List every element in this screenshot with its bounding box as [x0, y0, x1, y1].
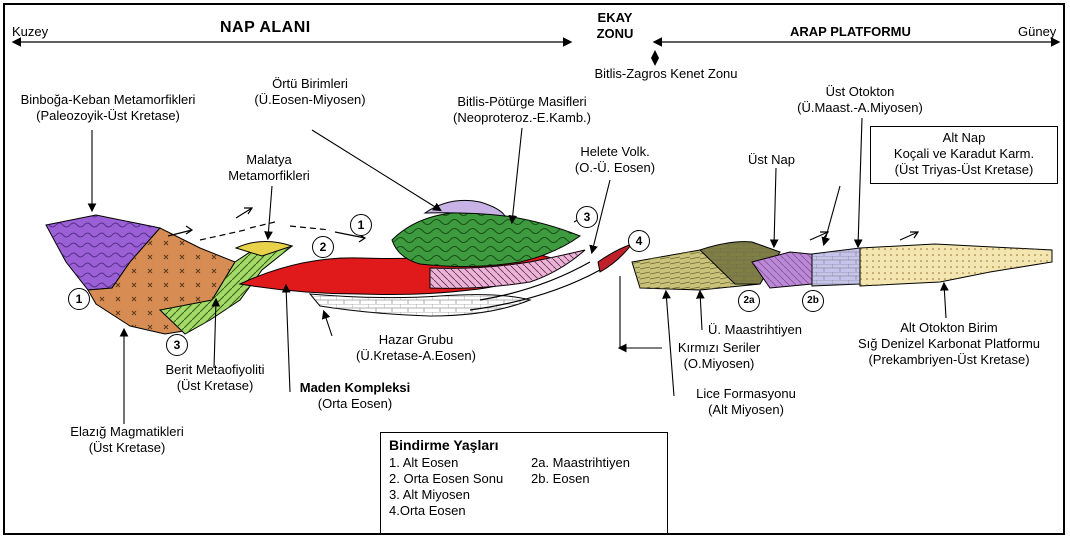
helete-volkanikleri-unit	[598, 244, 632, 272]
lice-label: Lice Formasyonu(Alt Miyosen)	[676, 386, 816, 418]
legend-item: 4.Orta Eosen	[389, 503, 531, 519]
marker-2: 2	[312, 236, 334, 258]
bitlis-label: Bitlis-Pötürge Masifleri(Neoproteroz.-E.…	[432, 94, 612, 126]
marker-3-left: 3	[166, 334, 188, 356]
arap-platformu-title: ARAP PLATFORMU	[790, 24, 911, 40]
binboga-label: Binboğa-Keban Metamorfikleri(Paleozoyik-…	[8, 92, 208, 124]
legend-item: 2. Orta Eosen Sonu	[389, 471, 531, 487]
kirmizi-label: Kırmızı Seriler(O.Miyosen)	[664, 340, 774, 372]
legend-item: 2a. Maastrihtiyen	[531, 455, 630, 471]
suture-zone-label: Bitlis-Zagros Kenet Zonu	[576, 66, 756, 82]
helete-label: Helete Volk.(O.-Ü. Eosen)	[560, 144, 670, 176]
north-label: Kuzey	[12, 24, 48, 40]
marker-1-left: 1	[68, 288, 90, 310]
legend-item: 1. Alt Eosen	[389, 455, 531, 471]
hazar-label: Hazar Grubu(Ü.Kretase-A.Eosen)	[336, 332, 496, 364]
marker-4: 4	[628, 230, 650, 252]
legend-item: 2b. Eosen	[531, 471, 590, 487]
u-maastrihtiyen-label: Ü. Maastrihtiyen	[708, 322, 802, 338]
marker-2a: 2a	[738, 290, 760, 312]
ortu-label: Örtü Birimleri(Ü.Eosen-Miyosen)	[240, 76, 380, 108]
south-label: Güney	[1018, 24, 1056, 40]
marker-3-right: 3	[576, 206, 598, 228]
legend-title: Bindirme Yaşları	[389, 437, 659, 453]
ust-otokton-label: Üst Otokton(Ü.Maast.-A.Miyosen)	[780, 84, 940, 116]
marker-1-center: 1	[350, 214, 372, 236]
marker-2b: 2b	[802, 290, 824, 312]
nap-alani-title: NAP ALANI	[220, 20, 311, 36]
berit-label: Berit Metaofiyoliti(Üst Kretase)	[150, 362, 280, 394]
maden-label: Maden Kompleksi(Orta Eosen)	[290, 380, 420, 412]
elazig-label: Elazığ Magmatikleri(Üst Kretase)	[62, 424, 192, 456]
malatya-metamorfikleri-unit	[236, 241, 292, 256]
ust-nap-label: Üst Nap	[748, 152, 795, 168]
legend-item: 3. Alt Miyosen	[389, 487, 531, 503]
